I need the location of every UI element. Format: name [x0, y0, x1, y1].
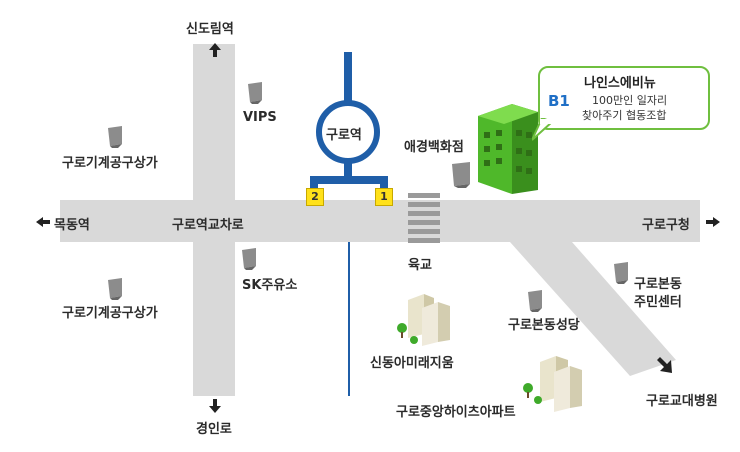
arrow-diag-icon	[657, 357, 672, 373]
label-machinery-bottom: 구로기계공구상가	[62, 306, 158, 321]
apartment-icon	[397, 294, 450, 346]
label-bondong-church: 구로본동성당	[508, 318, 580, 333]
road-horizontal	[60, 200, 700, 242]
callout-pointer	[532, 118, 554, 141]
exit-1-badge: 1	[375, 188, 393, 206]
callout-line2: 찾아주기 협동조합	[582, 109, 667, 122]
callout-box: B1 나인스에비뉴 100만인 일자리 찾아주기 협동조합	[538, 66, 710, 130]
label-guro-hospital: 구로교대병원	[646, 394, 718, 409]
target-building-icon	[478, 104, 538, 194]
label-sk-gas: SK주유소	[242, 278, 298, 293]
label-sindong-apt: 신동아미래지움	[370, 356, 454, 371]
label-gyeongin-ro: 경인로	[196, 422, 232, 437]
arrow-right-icon	[706, 217, 720, 227]
label-central-apt: 구로중앙하이츠아파트	[396, 405, 516, 420]
arrow-left-icon	[36, 217, 50, 227]
label-bondong-center: 구로본동 주민센터	[634, 277, 682, 310]
label-overpass: 육교	[408, 258, 432, 273]
label-mokdong: 목동역	[54, 218, 90, 233]
building-marker-icon	[248, 82, 262, 104]
exit-2-badge: 2	[306, 188, 324, 206]
callout-floor: B1	[548, 92, 570, 110]
building-marker-icon	[108, 126, 122, 148]
guro-station-label: 구로역	[326, 128, 362, 143]
label-machinery-top: 구로기계공구상가	[62, 156, 158, 171]
label-aekyung: 애경백화점	[404, 140, 464, 155]
building-marker-icon	[242, 248, 256, 270]
building-marker-icon	[614, 262, 628, 284]
building-marker-icon	[108, 278, 122, 300]
apartment-icon	[523, 356, 582, 412]
label-sindorim: 신도림역	[186, 22, 234, 37]
label-gurogu-office: 구로구청	[642, 218, 690, 233]
label-guro-intersection: 구로역교차로	[172, 218, 244, 233]
callout-line1: 100만인 일자리	[592, 94, 668, 107]
crosswalk	[408, 193, 440, 243]
building-marker-icon	[528, 290, 542, 312]
arrow-up-icon	[209, 43, 221, 57]
arrow-down-icon	[209, 399, 221, 413]
callout-name: 나인스에비뉴	[584, 76, 656, 91]
building-marker-icon	[452, 162, 470, 188]
label-vips: VIPS	[243, 110, 277, 125]
